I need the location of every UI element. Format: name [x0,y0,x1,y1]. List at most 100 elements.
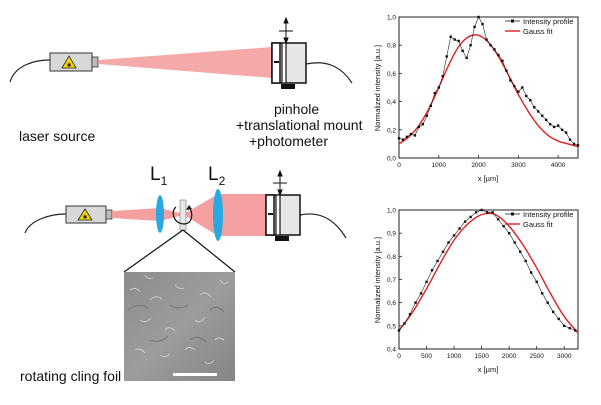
chart-bottom-xlabel: x [µm] [478,365,499,374]
data-point [425,114,429,117]
foil-micrograph [124,272,235,381]
laser-cable-bottom [24,213,67,234]
legend-gauss-fit-bottom: Gauss fit [523,220,554,229]
data-point [505,69,508,72]
data-point [463,220,467,223]
data-point [509,79,512,82]
data-point [485,211,489,214]
y-tick-label: 1,0 [387,208,396,215]
y-tick-label: 0,2 [387,127,396,134]
y-tick-label: 0,7 [387,277,396,284]
data-point [441,75,444,78]
data-point [445,55,448,58]
data-point [537,110,540,113]
data-point [546,301,549,304]
top-setup: ✱ [9,16,353,89]
data-point [568,326,571,330]
data-point [544,118,548,122]
data-point [397,137,401,140]
data-point [441,250,445,253]
data-point [541,292,544,295]
data-point [461,49,464,53]
data-point [469,215,472,219]
data-point [501,59,504,62]
data-point [437,86,440,89]
svg-text:✱: ✱ [82,214,87,221]
data-point [405,135,409,139]
zoom-line-left [123,229,184,273]
data-point [533,106,536,109]
data-point [408,313,412,316]
data-point [493,48,496,51]
data-point [473,25,476,29]
data-point [507,231,511,235]
laser-beam-top [98,47,272,78]
chart-bottom-legend: Intensity profile Gauss fit [505,210,573,229]
laser-beam-segment-3 [184,194,218,236]
laser-warning-icon [61,55,77,69]
lens-L1-subscript: 1 [160,173,168,188]
data-point [419,292,423,295]
scale-bar [173,373,217,376]
y-tick-label: 0,9 [387,231,396,238]
data-point [421,122,425,126]
data-point [453,38,456,41]
laser-cable-top [9,59,51,83]
bottom-setup: ✱ [24,169,347,381]
data-point [576,144,580,147]
laser-beam-segment-1 [112,208,160,221]
data-point [548,122,552,126]
photometer-cable-bottom [299,213,347,239]
pinhole-mount-bottom [265,194,301,241]
rotation-arrow-icon [172,206,193,225]
y-tick-label: 0,0 [387,156,396,163]
data-point [513,241,516,244]
y-tick-label: 0,4 [387,99,396,106]
x-tick-label: 2500 [529,353,544,360]
laser-source-label: laser source [19,128,96,144]
chart-bottom-ylabel: Normalized intensity [a.u.] [373,237,382,323]
laser-aperture-top [91,56,99,68]
x-tick-label: 2000 [471,162,486,169]
photometer-cable-top [305,62,353,84]
pinhole-label-line1: pinhole [274,101,320,117]
data-point [491,211,494,214]
data-point [568,138,572,141]
x-tick-label: 3000 [557,353,572,360]
translation-arrows-icon [279,16,293,45]
data-point [513,84,516,88]
pinhole-label-line2: +translational mount [236,117,363,133]
data-point [556,124,560,127]
legend-intensity-profile-bottom: Intensity profile [523,210,573,219]
lens-L2-letter: L [208,164,219,185]
data-point [414,301,417,304]
data-point [474,211,478,214]
rotating-foil-label: rotating cling foil [20,368,122,384]
data-point [429,104,433,108]
laser-beam-segment-4 [218,194,268,236]
data-point [481,22,484,26]
data-point [525,94,528,98]
data-point [401,138,405,141]
data-point [552,310,555,314]
x-tick-label: 4000 [551,162,566,169]
pinhole-label-line3: +photometer [249,133,328,149]
data-point [489,44,492,47]
data-point [409,132,413,136]
x-tick-label: 0 [397,353,401,360]
y-tick-label: 0,8 [387,43,396,50]
data-point [496,218,500,221]
laser-beam-segment-2 [160,208,184,221]
data-point [517,90,520,93]
x-tick-label: 1000 [447,353,462,360]
legend-gauss-fit-top: Gauss fit [523,27,554,36]
lens-L1-letter: L [150,164,161,185]
data-point [433,91,436,95]
x-tick-label: 1000 [432,162,447,169]
zoom-line-right [182,229,236,273]
data-point [502,225,505,228]
data-point [485,38,488,41]
data-point [524,259,527,263]
